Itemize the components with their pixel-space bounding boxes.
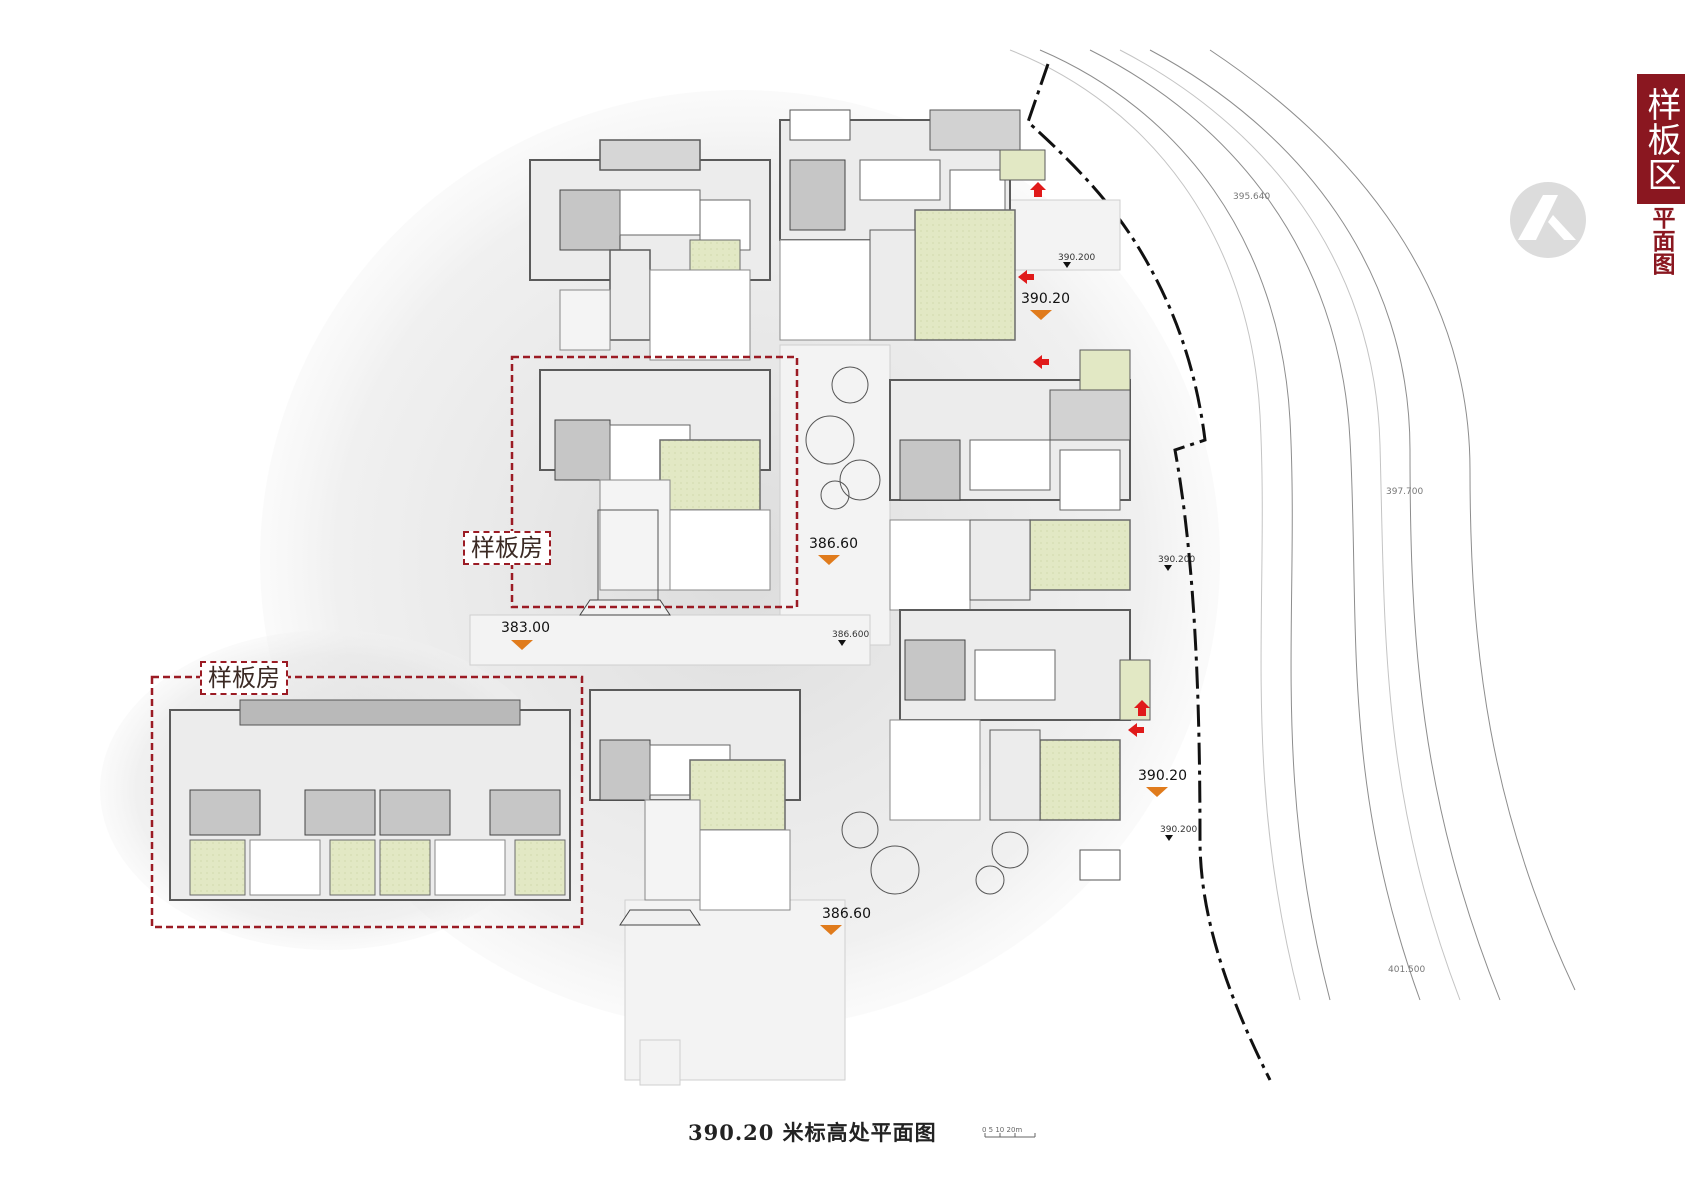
small-markers: [838, 262, 1173, 841]
drawing-caption: 390.20 米标高处平面图: [688, 1120, 937, 1145]
scale-bar-label: 0 5 10 20m: [982, 1126, 1023, 1134]
building-middle-left: [539, 369, 771, 616]
elevation-label: 386.60: [822, 906, 871, 922]
contour-label: 401.500: [1388, 965, 1426, 975]
elevation-label: 390.20: [1021, 291, 1070, 307]
section-badge: 样板区: [1637, 74, 1685, 204]
paths: [469, 199, 1121, 1086]
small-elevation-label: 390.200: [1160, 825, 1198, 835]
small-elevation-label: 390.200: [1158, 555, 1196, 565]
contour-label: 397.700: [1386, 487, 1424, 497]
building-bottom-center: [589, 689, 801, 926]
sample-house-frame-1: [510, 355, 799, 609]
building-right-lower: [889, 609, 1151, 881]
contour-lines: [1039, 49, 1576, 1001]
elevation-label: 390.20: [1138, 768, 1187, 784]
contour-label: 395.640: [1233, 192, 1271, 202]
building-top-middle: [779, 109, 1046, 341]
row-house-block: [169, 699, 571, 901]
site-boundary: [1026, 63, 1272, 1081]
small-elevation-label: 386.600: [832, 630, 870, 640]
scale-bar: [984, 1133, 1036, 1138]
trees: [805, 366, 1029, 895]
sample-house-label-1: 样板房: [463, 531, 551, 565]
elevation-label: 386.60: [809, 536, 858, 552]
elevation-label: 383.00: [501, 620, 550, 636]
contour-lines-thin: [1009, 49, 1461, 1001]
sample-house-label-2: 样板房: [200, 661, 288, 695]
logo-mark: [1510, 182, 1586, 258]
entry-arrows: [1018, 182, 1150, 737]
elevation-markers: [511, 310, 1168, 935]
building-top-left: [529, 139, 771, 361]
small-elevation-label: 390.200: [1058, 253, 1096, 263]
sample-house-frame-2: [150, 675, 584, 929]
section-subtitle: 平面图: [1648, 206, 1675, 275]
building-right-middle: [889, 349, 1131, 611]
